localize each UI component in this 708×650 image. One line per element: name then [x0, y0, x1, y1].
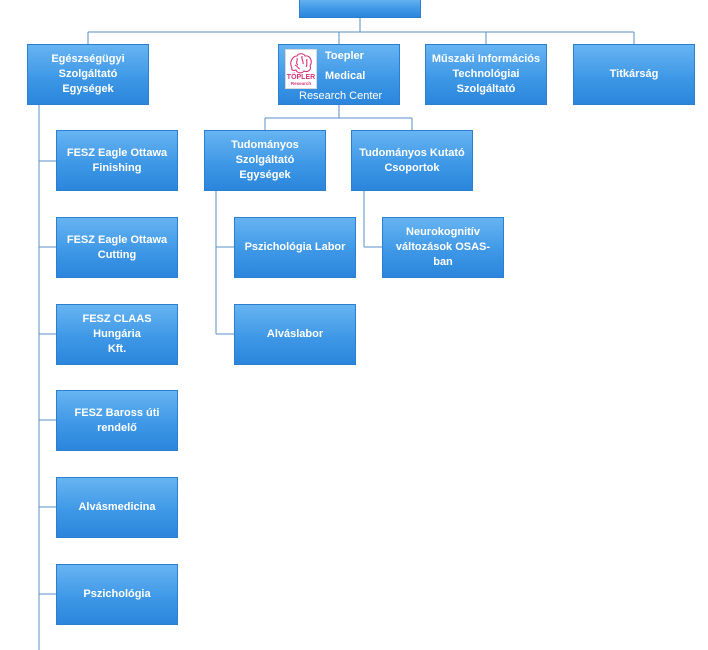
egeszsegugyi-szolgaltato-egysegek-box[interactable]: Egészségügyi Szolgáltató Egységek: [27, 44, 149, 105]
toepler-title-line2: Medical: [325, 70, 366, 82]
toepler-logo-subtext: Research: [291, 81, 312, 86]
tudomanyos-szolgaltato-egysegek-box[interactable]: Tudományos Szolgáltató Egységek: [204, 130, 326, 191]
toepler-brain-logo-icon: TÖPLER Research: [285, 49, 317, 89]
fesz-eagle-ottawa-finishing-box[interactable]: FESZ Eagle Ottawa Finishing: [56, 130, 178, 191]
toepler-medical-research-center-box[interactable]: TÖPLER Research Toepler Medical Research…: [278, 44, 400, 105]
org-root-box[interactable]: [299, 0, 421, 18]
tudomanyos-kutato-csoportok-box[interactable]: Tudományos Kutató Csoportok: [351, 130, 473, 191]
muszaki-informacios-technologiai-szolgaltato-box[interactable]: Műszaki Információs Technológiai Szolgál…: [425, 44, 547, 105]
fesz-baross-uti-rendelo-box[interactable]: FESZ Baross úti rendelő: [56, 390, 178, 451]
alvasmedicina-box[interactable]: Alvásmedicina: [56, 477, 178, 538]
toepler-title-line1: Toepler: [325, 50, 364, 62]
toepler-title-line3: Research Center: [299, 90, 383, 102]
fesz-eagle-ottawa-cutting-box[interactable]: FESZ Eagle Ottawa Cutting: [56, 217, 178, 278]
neurokognitiv-valtozasok-osas-ban-box[interactable]: Neurokognitív változások OSAS-ban: [382, 217, 504, 278]
pszichologia-box[interactable]: Pszichológia: [56, 564, 178, 625]
pszichologia-labor-box[interactable]: Pszichológia Labor: [234, 217, 356, 278]
fesz-claas-hungaria-box[interactable]: FESZ CLAAS Hungária Kft.: [56, 304, 178, 365]
alvaslabor-box[interactable]: Alváslabor: [234, 304, 356, 365]
toepler-logo-text: TÖPLER: [287, 72, 315, 81]
titkarsag-box[interactable]: Titkárság: [573, 44, 695, 105]
